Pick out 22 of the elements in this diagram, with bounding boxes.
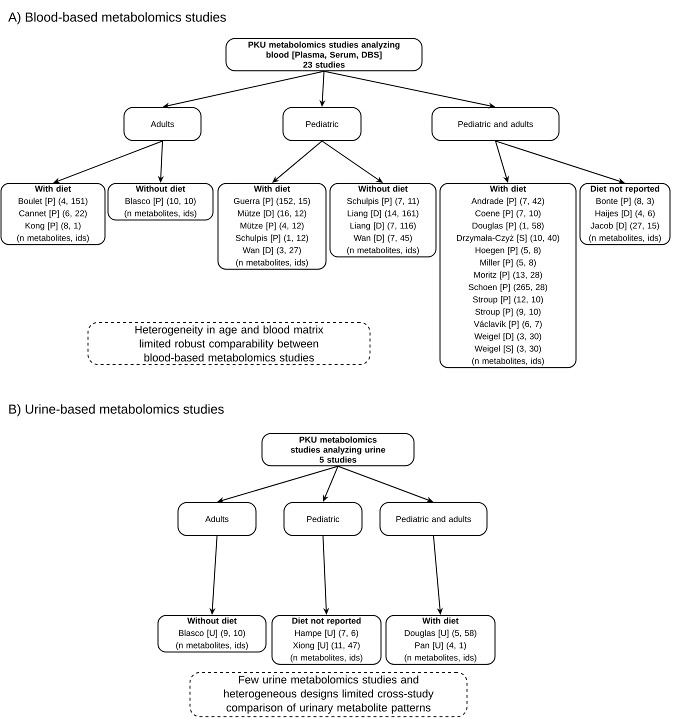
group-box: Pediatric and adults [432, 107, 560, 141]
note-box: Few urine metabolomics studies and heterogeneous designs limited cross-study comparison of urinary metabolite patterns [190, 672, 468, 718]
study-list-box: With diet Guerra [P] (152, 15) Mütze [D] (16, 12) Mütze [P] (4, 12) Schulpis [P] (1, 12) Wan [D] (3, 27) (n metabolites, ids) [218, 183, 326, 270]
group-box: Pediatric [282, 107, 362, 141]
study-list-box: With diet Andrade [P] (7, 42) Coene [P] (7, 10) Douglas [P] (1, 58) Drzymała-Czyż [S] (10, 40) Hoegen [P] (5, 8) Miller [P] (5, 8) Moritz [P] (13, 28) Schoen [P] (265, 28) Stroup [P] (12, 10) Stroup [P] (9, 10) Václavík [P] (6, 7) Weigel [D] (3, 30) Weigel [S] (3, 30) (n metabolites, ids) [440, 183, 576, 368]
note-box: Heterogeneity in age and blood matrix limited robust comparability between blood-based metabolomics studies [88, 322, 370, 365]
section-title: A) Blood-based metabolomics studies [8, 12, 226, 24]
summary-box: PKU metabolomics studies analyzing blood [Plasma, Serum, DBS] 23 studies [226, 38, 422, 72]
group-box: Pediatric [284, 502, 362, 536]
group-box: Pediatric and adults [380, 502, 488, 536]
study-list-box: With diet Boulet [P] (4, 151) Cannet [P] (6, 22) Kong [P] (8, 1) (n metabolites, ids) [0, 183, 106, 246]
study-list-box: Diet not reported Hampe [U] (7, 6) Xiong [U] (11, 47) (n metabolites, ids) [272, 615, 382, 665]
study-list-box: With diet Douglas [U] (5, 58) Pan [U] (4, 1) (n metabolites, ids) [386, 615, 496, 665]
group-box: Adults [178, 502, 256, 536]
group-box: Adults [124, 107, 202, 141]
summary-box: PKU metabolomics studies analyzing urine 5 studies [262, 433, 414, 466]
study-list-box: Without diet Blasco [P] (10, 10) (n metabolites, ids) [108, 183, 214, 220]
study-list-box: Diet not reported Bonte [P] (8, 3) Haijes [D] (4, 6) Jacob [D] (27, 15) (n metabolites, ids) [580, 183, 670, 246]
study-list-box: Without diet Schulpis [P] (7, 11) Liang [D] (14, 161) Liang [D] (7, 116) Wan [D] (7, 45) (n metabolites, ids) [330, 183, 436, 258]
section-title: B) Urine-based metabolomics studies [9, 404, 224, 416]
arrow [272, 140, 322, 183]
study-list-box: Without diet Blasco [U] (9, 10) (n metabolites, ids) [158, 615, 266, 653]
